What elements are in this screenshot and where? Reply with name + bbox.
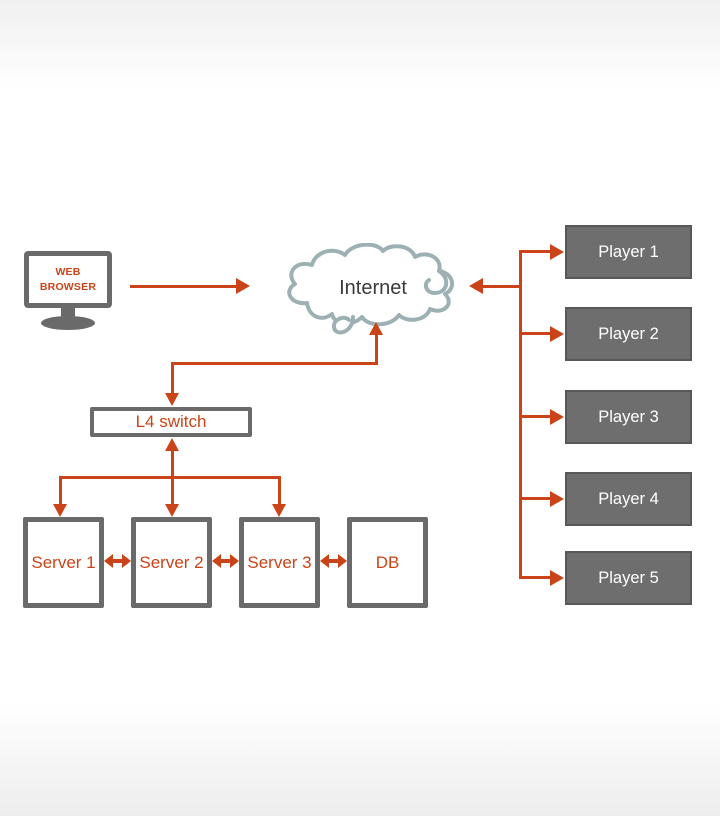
arrow-trunk-to-internet-shaft — [482, 285, 520, 288]
server-2-label: Server 2 — [139, 552, 204, 572]
arrow-trunk-player-2-shaft — [519, 332, 551, 335]
player-3-label: Player 3 — [598, 407, 659, 426]
player-5-label: Player 5 — [598, 568, 659, 587]
arrow-browser-to-internet-shaft — [130, 285, 238, 288]
arrow-trunk-to-internet-head — [469, 278, 483, 294]
arrow-into-internet-head — [369, 322, 383, 335]
web-browser-monitor-icon: WEB BROWSER — [24, 251, 112, 308]
arrow-shaft — [219, 559, 232, 563]
connector-server3-vertical — [278, 476, 281, 505]
player-2-node: Player 2 — [565, 307, 692, 361]
arrow-left-head — [104, 554, 113, 568]
player-4-node: Player 4 — [565, 472, 692, 526]
player-1-label: Player 1 — [598, 242, 659, 261]
arrow-right-head — [230, 554, 239, 568]
arrow-trunk-player-5-head — [550, 570, 564, 586]
arrow-shaft — [327, 559, 340, 563]
web-browser-label-line2: BROWSER — [39, 280, 97, 293]
internet-label: Internet — [339, 277, 407, 299]
arrow-trunk-player-2-head — [550, 326, 564, 342]
l4-switch-node: L4 switch — [90, 407, 252, 437]
arrow-trunk-player-4-shaft — [519, 497, 551, 500]
internet-cloud-icon — [287, 243, 455, 335]
player-1-node: Player 1 — [565, 225, 692, 279]
connector-internet-switch-vertical-right — [375, 334, 378, 365]
server-3-node: Server 3 — [239, 517, 320, 608]
arrow-right-head — [122, 554, 131, 568]
arrow-into-server3-head — [272, 504, 286, 517]
arrow-server2-server3 — [212, 553, 239, 569]
server-1-label: Server 1 — [31, 552, 96, 572]
monitor-stand-base — [41, 316, 95, 330]
player-5-node: Player 5 — [565, 551, 692, 605]
server-1-node: Server 1 — [23, 517, 104, 608]
monitor-stand-neck — [61, 305, 75, 318]
arrow-trunk-player-3-shaft — [519, 415, 551, 418]
arrow-shaft — [111, 559, 124, 563]
connector-servers-horizontal — [59, 476, 281, 479]
arrow-trunk-player-3-head — [550, 409, 564, 425]
player-2-label: Player 2 — [598, 324, 659, 343]
connector-internet-switch-vertical-left — [171, 362, 174, 394]
arrow-server1-server2 — [104, 553, 131, 569]
arrow-into-server2-head — [165, 504, 179, 517]
arrow-left-head — [212, 554, 221, 568]
connector-internet-switch-horizontal — [171, 362, 378, 365]
arrow-left-head — [320, 554, 329, 568]
db-node: DB — [347, 517, 428, 608]
arrow-trunk-player-1-head — [550, 244, 564, 260]
arrow-trunk-player-4-head — [550, 491, 564, 507]
arrow-into-switch-bottom-head — [165, 438, 179, 451]
l4-switch-label: L4 switch — [135, 412, 207, 431]
player-4-label: Player 4 — [598, 489, 659, 508]
arrow-server3-db — [320, 553, 347, 569]
arrow-into-switch-top-head — [165, 393, 179, 406]
arrow-browser-to-internet-head — [236, 278, 250, 294]
player-3-node: Player 3 — [565, 390, 692, 444]
connector-server1-vertical — [59, 476, 62, 505]
arrow-trunk-player-1-shaft — [519, 250, 551, 253]
server-2-node: Server 2 — [131, 517, 212, 608]
server-3-label: Server 3 — [247, 552, 312, 572]
arrow-trunk-player-5-shaft — [519, 576, 551, 579]
db-label: DB — [375, 552, 400, 572]
web-browser-label-line1: WEB — [55, 266, 81, 279]
arrow-right-head — [338, 554, 347, 568]
arrow-into-server1-head — [53, 504, 67, 517]
